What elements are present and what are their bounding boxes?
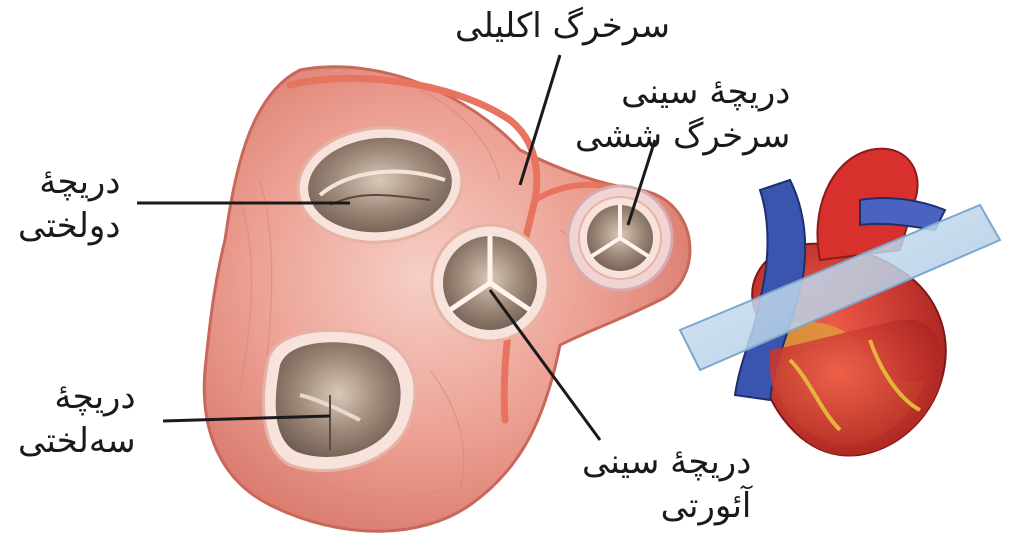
label-mitral-valve: دریچهٔ دولختی [18, 160, 120, 248]
label-tricuspid-valve-line-2: سه‌لختی [18, 419, 136, 463]
label-mitral-valve-line-2: دولختی [18, 204, 120, 248]
label-pulmonary-valve-line-2: سرخرگ ششی [575, 114, 790, 158]
pulmonary-valve [568, 186, 672, 290]
label-aortic-valve-line-1: دریچهٔ سینی [582, 440, 751, 484]
label-coronary-artery-line-1: سرخرگ اکلیلی [455, 4, 670, 48]
label-tricuspid-valve: دریچهٔ سه‌لختی [18, 375, 136, 463]
label-aortic-valve: دریچهٔ سینی آئورتی [582, 440, 751, 528]
label-pulmonary-valve: دریچهٔ سینی سرخرگ ششی [575, 70, 790, 158]
aortic-valve [432, 225, 548, 341]
label-coronary-artery: سرخرگ اکلیلی [455, 4, 670, 48]
label-tricuspid-valve-line-1: دریچهٔ [18, 375, 136, 419]
whole-heart-illustration [680, 149, 1000, 456]
label-mitral-valve-line-1: دریچهٔ [18, 160, 120, 204]
label-pulmonary-valve-line-1: دریچهٔ سینی [575, 70, 790, 114]
label-aortic-valve-line-2: آئورتی [582, 484, 751, 528]
